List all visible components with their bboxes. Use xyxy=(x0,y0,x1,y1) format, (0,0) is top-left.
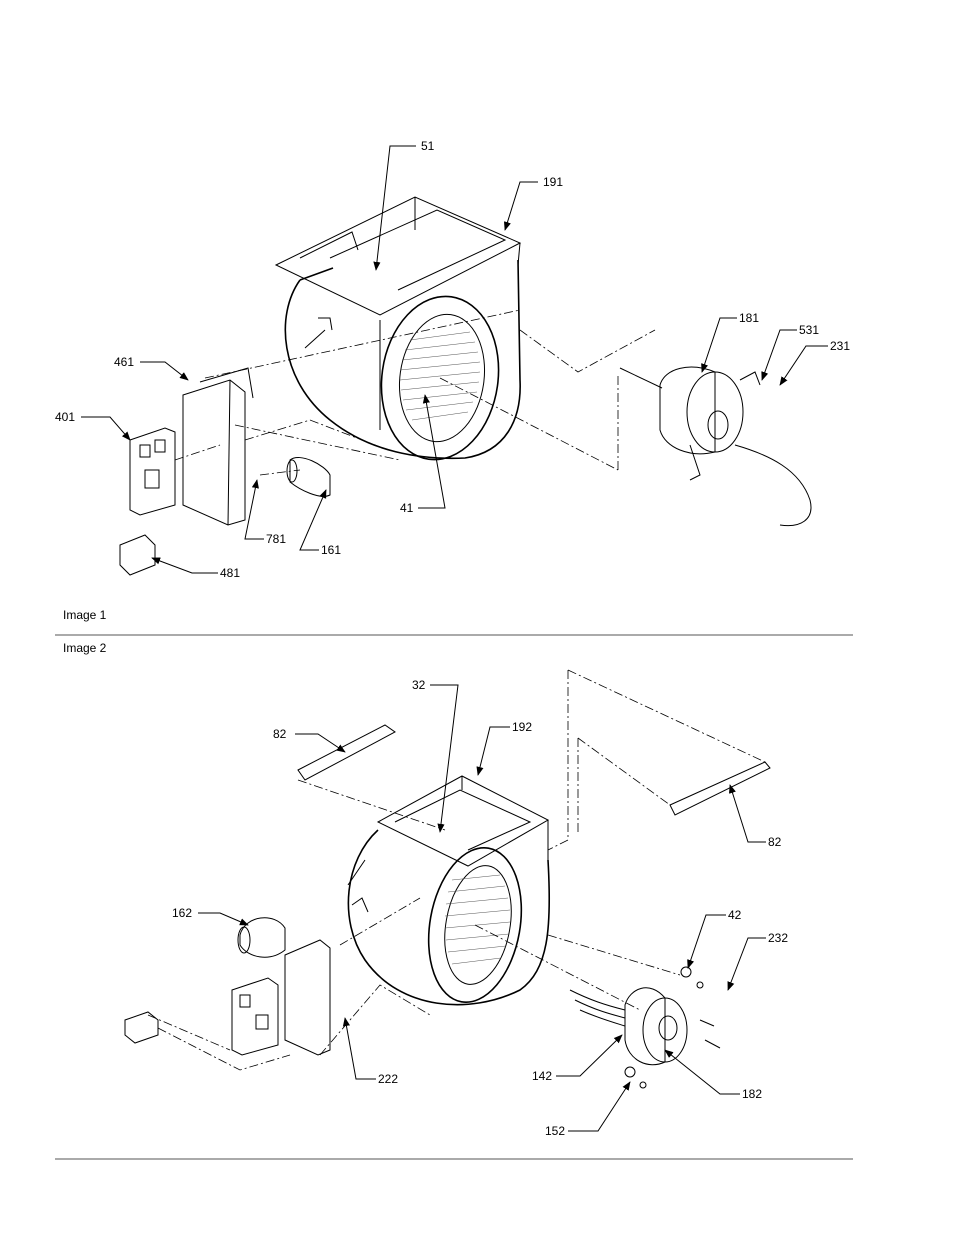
image1-control-bracket xyxy=(120,368,330,575)
image2-control-assembly xyxy=(125,918,330,1055)
callout-781: 781 xyxy=(245,480,286,546)
callout-191: 191 xyxy=(505,175,563,230)
callout-label: 182 xyxy=(742,1087,762,1101)
image2-callouts: 32 192 82 82 162 42 232 222 142 182 152 xyxy=(172,678,788,1138)
callout-label: 162 xyxy=(172,906,192,920)
callout-label: 82 xyxy=(768,835,782,849)
callout-82a: 82 xyxy=(273,727,345,752)
callout-label: 32 xyxy=(412,678,426,692)
image2-blower-housing xyxy=(348,776,549,1010)
callout-label: 161 xyxy=(321,543,341,557)
callout-231: 231 xyxy=(780,339,850,385)
callout-label: 231 xyxy=(830,339,850,353)
callout-label: 152 xyxy=(545,1124,565,1138)
blower-wheel-blades xyxy=(400,332,480,420)
callout-222: 222 xyxy=(345,1018,398,1086)
callout-182: 182 xyxy=(665,1050,762,1101)
callout-461: 461 xyxy=(114,355,188,380)
callout-232: 232 xyxy=(728,931,788,990)
callout-32: 32 xyxy=(412,678,458,832)
callout-192: 192 xyxy=(478,720,532,775)
callout-82b: 82 xyxy=(730,785,782,849)
callout-label: 51 xyxy=(421,139,435,153)
callout-51: 51 xyxy=(376,139,435,270)
callout-label: 481 xyxy=(220,566,240,580)
callout-181: 181 xyxy=(702,311,759,372)
callout-label: 232 xyxy=(768,931,788,945)
image2-wheel-blades xyxy=(445,875,510,964)
image1-callouts: 51 191 181 531 231 461 401 41 781 161 48… xyxy=(55,139,850,580)
callout-481: 481 xyxy=(152,558,240,580)
callout-label: 192 xyxy=(512,720,532,734)
callout-label: 531 xyxy=(799,323,819,337)
callout-label: 181 xyxy=(739,311,759,325)
callout-label: 781 xyxy=(266,532,286,546)
image1-blower-housing xyxy=(276,197,520,467)
callout-label: 42 xyxy=(728,908,742,922)
callout-label: 41 xyxy=(400,501,414,515)
callout-152: 152 xyxy=(545,1082,630,1138)
image2-caption: Image 2 xyxy=(63,641,107,655)
callout-161: 161 xyxy=(300,490,341,557)
callout-162: 162 xyxy=(172,906,248,925)
callout-42: 42 xyxy=(688,908,742,968)
callout-401: 401 xyxy=(55,410,130,440)
callout-label: 461 xyxy=(114,355,134,369)
image1-motor xyxy=(620,367,811,525)
callout-label: 142 xyxy=(532,1069,552,1083)
image2-brackets xyxy=(298,725,770,815)
image1-caption: Image 1 xyxy=(63,608,107,622)
callout-label: 82 xyxy=(273,727,287,741)
callout-531: 531 xyxy=(762,323,819,380)
callout-label: 222 xyxy=(378,1072,398,1086)
callout-label: 191 xyxy=(543,175,563,189)
image2-assembly-lines xyxy=(148,670,765,1070)
callout-label: 401 xyxy=(55,410,75,424)
callout-142: 142 xyxy=(532,1035,622,1083)
